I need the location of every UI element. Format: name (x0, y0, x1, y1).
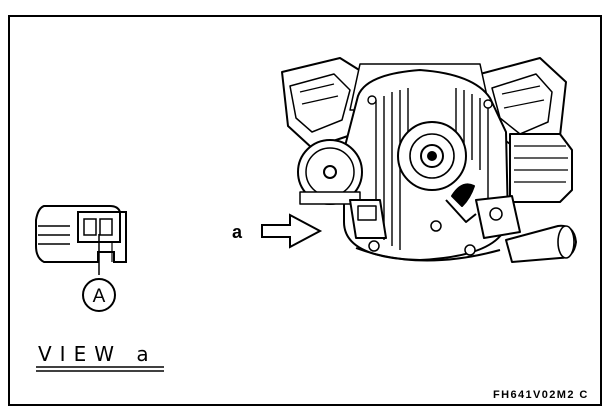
view-a-detail-part (35, 205, 127, 275)
callout-a-label: A (93, 286, 106, 307)
callout-a: A (82, 278, 116, 312)
view-label: VIEW a (38, 342, 157, 366)
arrow-label-a: a (232, 222, 243, 242)
engine-illustration (281, 57, 577, 263)
figure-code: FH641V02M2 C (493, 389, 589, 401)
view-direction-arrow (261, 213, 323, 249)
